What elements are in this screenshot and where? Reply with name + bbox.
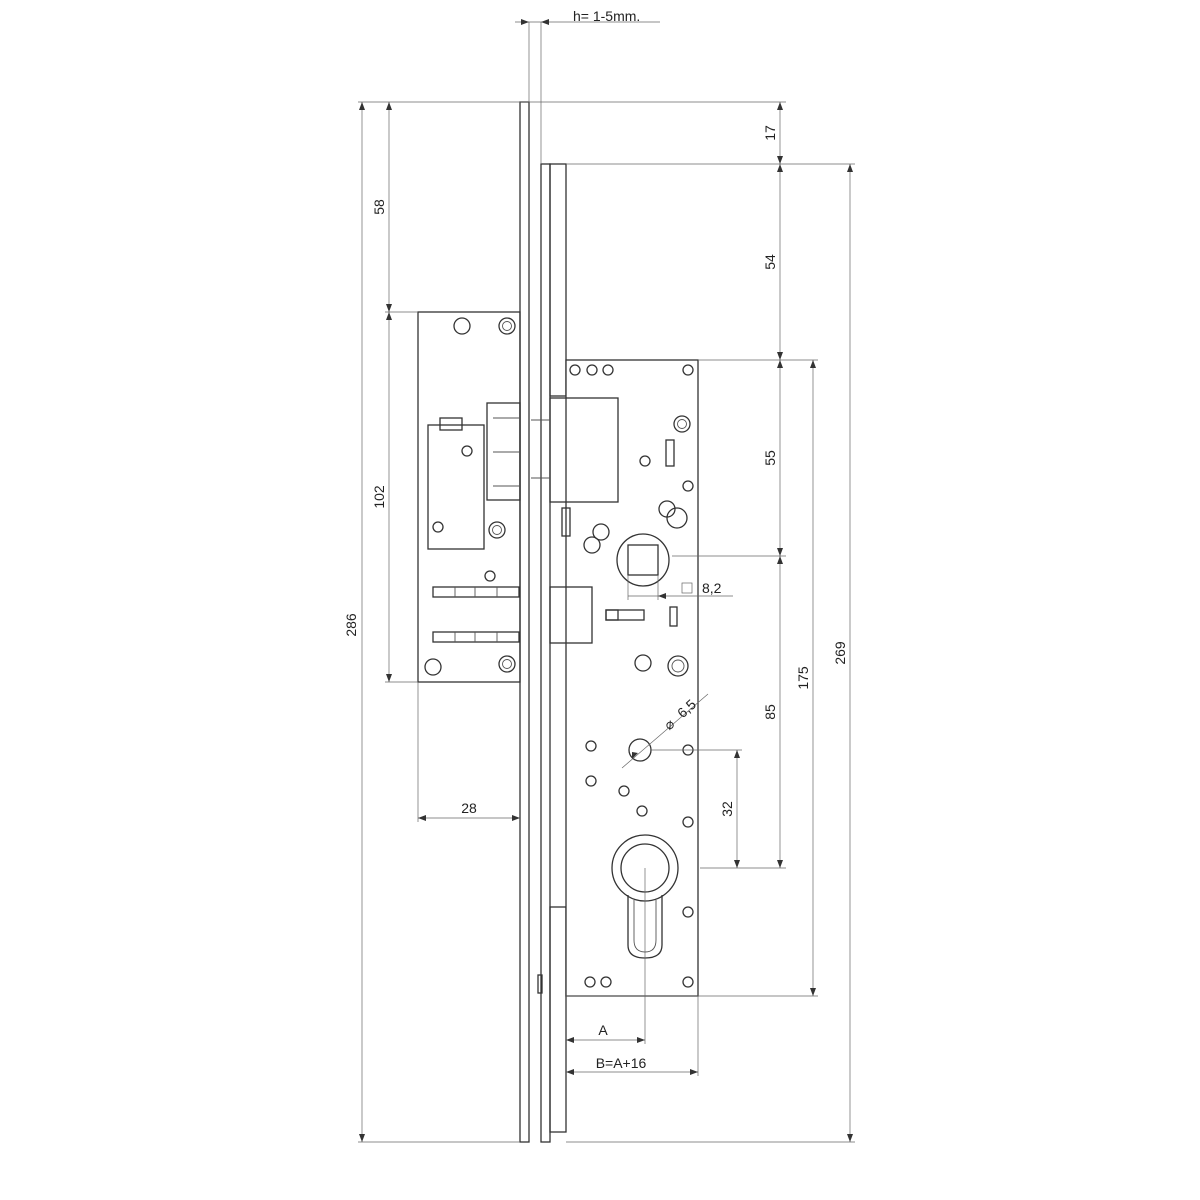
faceplate-edge — [540, 163, 551, 1143]
top-offset-label: 17 — [762, 125, 778, 141]
lock-case — [565, 359, 699, 997]
latch-bolt — [549, 397, 619, 503]
strike-latch-housing — [427, 424, 485, 550]
strike-screw-top — [498, 317, 516, 335]
strike-slot-upper — [432, 586, 520, 598]
strike-slot-lower — [432, 631, 520, 643]
strike-plate-body — [417, 311, 521, 683]
follower-hub — [616, 533, 670, 587]
strike-hole-top — [453, 317, 471, 335]
strike-hole-bottom — [424, 658, 442, 676]
strike-screw-middle — [488, 521, 506, 539]
faceplate-height-label: 269 — [832, 641, 848, 665]
square-symbol — [681, 582, 693, 594]
strike-width-label: 28 — [461, 800, 477, 816]
distance-b-label: B=A+16 — [596, 1055, 647, 1071]
strike-offset-label: 58 — [371, 199, 387, 215]
dimension-lines — [358, 19, 855, 1143]
strike-plate — [417, 101, 530, 1143]
backset-label: A — [598, 1022, 608, 1038]
clearance-label: h= 1-5mm. — [573, 8, 640, 24]
hole-spacing-label: 32 — [719, 801, 735, 817]
case-screw-top — [673, 415, 691, 433]
upper-gap-label: 54 — [762, 254, 778, 270]
strike-height-label: 102 — [371, 485, 387, 509]
door-frame-edge — [519, 101, 530, 1143]
square-size-label: 8,2 — [702, 580, 722, 596]
faceplate-lower — [549, 906, 567, 1133]
faceplate-upper — [549, 163, 567, 397]
follower-square — [627, 544, 659, 576]
strike-screw-bottom — [498, 655, 516, 673]
strike-bolt-pocket — [486, 402, 521, 501]
auxiliary-bolt — [549, 586, 593, 644]
overall-height-label: 286 — [343, 613, 359, 637]
cylinder-offset-label: 85 — [762, 704, 778, 720]
case-height-label: 175 — [795, 666, 811, 690]
lock-body — [531, 163, 699, 1143]
strike-latch-clip — [439, 417, 463, 431]
follower-offset-label: 55 — [762, 450, 778, 466]
